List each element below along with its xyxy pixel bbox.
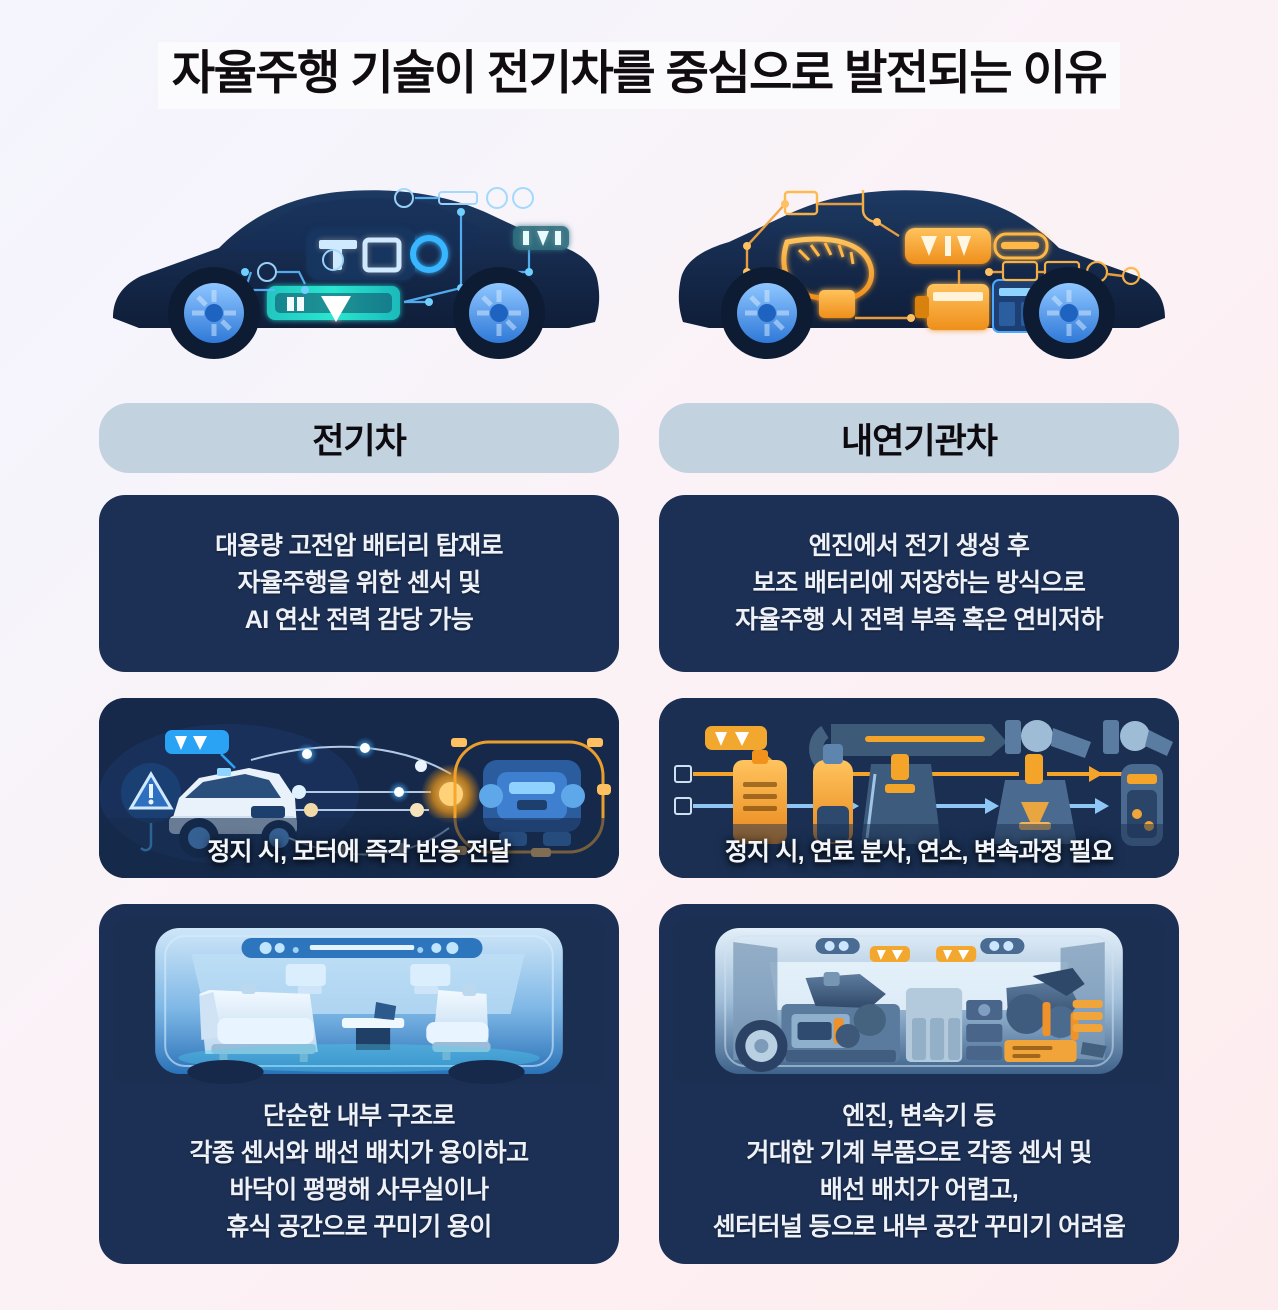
ev-interior-card: 단순한 내부 구조로 각종 센서와 배선 배치가 용이하고 바닥이 평평해 사무…	[99, 904, 619, 1264]
cabin-wheel-ice	[735, 1020, 788, 1072]
title-banner: 자율주행 기술이 전기차를 중심으로 발전되는 이유	[0, 42, 1278, 109]
header-label-ice: 내연기관차	[840, 421, 998, 461]
electric-motor	[479, 760, 585, 846]
intake-manifold	[809, 724, 1007, 767]
column-ev: 전기차 대용량 고전압 배터리 탑재로 자율주행을 위한 센서 및 AI 연산 …	[99, 150, 619, 672]
ev-text-card-1-body: 대용량 고전압 배터리 탑재로 자율주행을 위한 센서 및 AI 연산 전력 감…	[215, 532, 503, 634]
row-response: 정지 시, 모터에 즉각 반응 전달	[0, 672, 1278, 878]
ice-control-module	[905, 228, 1049, 264]
ev-interior-svg	[113, 918, 605, 1084]
cabin-wheel-right	[448, 1060, 525, 1084]
ev-car-illustration	[99, 150, 619, 395]
ice-interior-text: 엔진, 변속기 등 거대한 기계 부품으로 각종 센서 및 배선 배치가 어렵고…	[712, 1102, 1126, 1241]
cabin-wheel-left	[187, 1060, 264, 1084]
ev-compute-module	[307, 228, 448, 280]
roof-sensor-tag	[165, 730, 236, 769]
cabin-armchair	[426, 984, 491, 1060]
warning-sign-icon	[121, 763, 181, 852]
column-ice-row2: 정지 시, 연료 분사, 연소, 변속과정 필요	[659, 672, 1179, 878]
ev-wheel-front	[453, 267, 545, 359]
cabin-table	[341, 1002, 405, 1050]
ice-interior-illustration	[673, 918, 1165, 1084]
ev-interior-illustration	[113, 918, 605, 1084]
ice-text-card-1-body: 엔진에서 전기 생성 후 보조 배터리에 저장하는 방식으로 자율주행 시 전력…	[735, 532, 1103, 634]
ice-transmission	[915, 284, 989, 330]
row-hero: 전기차 대용량 고전압 배터리 탑재로 자율주행을 위한 센서 및 AI 연산 …	[0, 150, 1278, 672]
ice-interior-svg	[673, 918, 1165, 1084]
motor-hub	[439, 782, 463, 806]
ev-response-svg	[99, 698, 619, 878]
column-ice: 내연기관차 엔진에서 전기 생성 후 보조 배터리에 저장하는 방식으로 자율주…	[659, 150, 1179, 672]
ev-battery-pack	[267, 286, 400, 322]
ev-text-card-1: 대용량 고전압 배터리 탑재로 자율주행을 위한 센서 및 AI 연산 전력 감…	[99, 495, 619, 672]
header-label-ev: 전기차	[312, 421, 407, 461]
ice-text-card-1: 엔진에서 전기 생성 후 보조 배터리에 저장하는 방식으로 자율주행 시 전력…	[659, 495, 1179, 672]
ev-response-card: 정지 시, 모터에 즉각 반응 전달	[99, 698, 619, 878]
roof-lights	[815, 938, 1025, 954]
ice-process-svg	[659, 698, 1179, 878]
center-tunnel	[905, 988, 963, 1062]
floor-glow	[178, 1044, 540, 1072]
ice-car-svg	[678, 190, 1165, 359]
ice-interior-card: 엔진, 변속기 등 거대한 기계 부품으로 각종 센서 및 배선 배치가 어렵고…	[659, 904, 1179, 1264]
ev-interior-text: 단순한 내부 구조로 각종 센서와 배선 배치가 용이하고 바닥이 평평해 사무…	[189, 1102, 530, 1241]
roof-light-bar	[241, 938, 483, 958]
header-pill-ice: 내연기관차	[659, 403, 1179, 473]
column-ev-row2: 정지 시, 모터에 즉각 반응 전달	[99, 672, 619, 878]
row-interior: 단순한 내부 구조로 각종 센서와 배선 배치가 용이하고 바닥이 평평해 사무…	[0, 878, 1278, 1264]
port-icons	[674, 765, 692, 815]
fuel-tank	[733, 750, 787, 844]
column-ice-row3: 엔진, 변속기 등 거대한 기계 부품으로 각종 센서 및 배선 배치가 어렵고…	[659, 878, 1179, 1264]
ice-process-caption: 정지 시, 연료 분사, 연소, 변속과정 필요	[724, 838, 1114, 866]
ev-window	[227, 197, 481, 250]
cabin-sofa	[199, 984, 318, 1062]
ev-taillight	[513, 226, 569, 250]
ev-sensor-icons	[257, 187, 534, 282]
interior-warning-tags	[869, 946, 977, 962]
right-engine-cluster	[1004, 968, 1107, 1062]
ev-wheel-rear	[168, 267, 260, 359]
comparison-grid: 전기차 대용량 고전압 배터리 탑재로 자율주행을 위한 센서 및 AI 연산 …	[0, 150, 1278, 1264]
header-pill-ev: 전기차	[99, 403, 619, 473]
column-ev-row3: 단순한 내부 구조로 각종 센서와 배선 배치가 용이하고 바닥이 평평해 사무…	[99, 878, 619, 1264]
center-parts	[966, 1000, 1003, 1060]
left-machinery	[781, 972, 900, 1062]
ice-wheel-front	[1023, 267, 1115, 359]
ev-response-caption: 정지 시, 모터에 즉각 반응 전달	[207, 838, 511, 866]
ice-process-card: 정지 시, 연료 분사, 연소, 변속과정 필요	[659, 698, 1179, 878]
ice-wheel-rear	[721, 267, 813, 359]
valve-assemblies	[1005, 720, 1173, 758]
ice-car-illustration	[659, 150, 1179, 395]
ev-car-svg	[113, 187, 600, 359]
page-title: 자율주행 기술이 전기차를 중심으로 발전되는 이유	[157, 42, 1121, 109]
cabin-screens	[285, 964, 451, 994]
